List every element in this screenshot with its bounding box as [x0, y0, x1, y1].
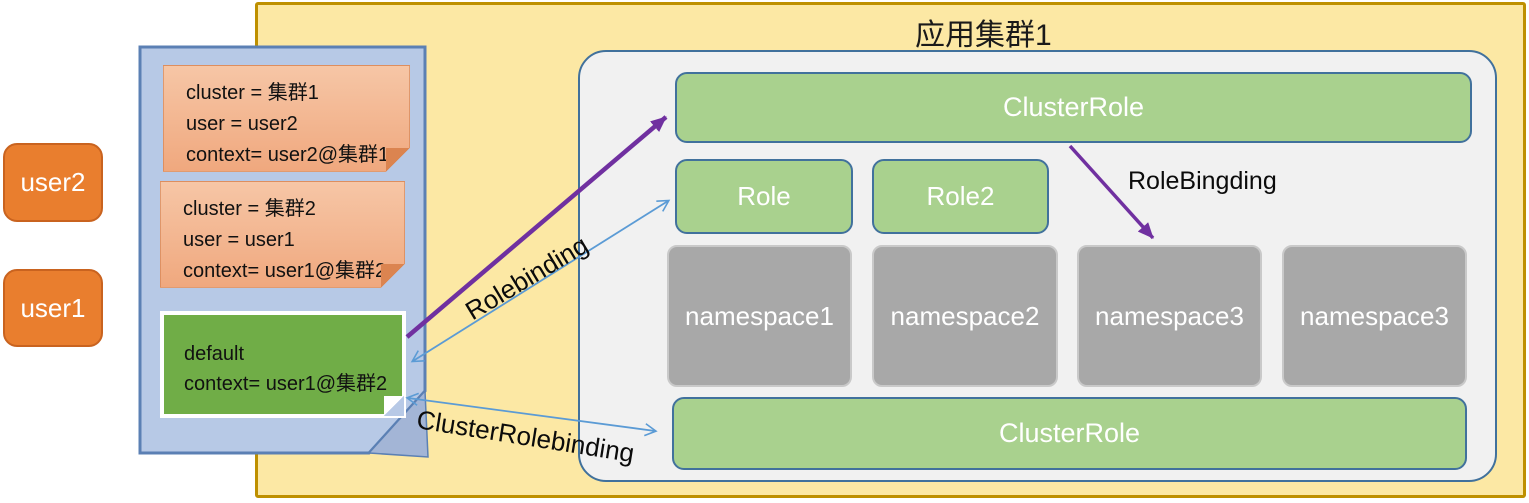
context-note-line: cluster = 集群2 — [183, 198, 316, 220]
namespace2-box: namespace2 — [872, 245, 1058, 387]
namespace3b-label: namespace3 — [1300, 300, 1449, 331]
role2-label: Role2 — [926, 181, 995, 211]
context-note-line: context= user2@集群1 — [186, 144, 390, 166]
namespace3-box: namespace3 — [1077, 245, 1262, 387]
context-note-user1: cluster = 集群2 user = user1 context= user… — [160, 181, 405, 288]
context-note-line: user = user2 — [186, 113, 298, 135]
user2-chip: user2 — [3, 143, 103, 222]
cluster-role-bottom-bar: ClusterRole — [672, 397, 1467, 470]
cluster-role-top-bar: ClusterRole — [675, 72, 1472, 143]
namespace1-box: namespace1 — [667, 245, 852, 387]
user1-label: user1 — [20, 292, 86, 323]
namespace3b-box: namespace3 — [1282, 245, 1467, 387]
context-note-line: user = user1 — [183, 229, 295, 251]
default-context-line: context= user1@集群2 — [184, 373, 388, 395]
context-note-line: context= user1@集群2 — [183, 260, 387, 282]
cluster-role-bottom-label: ClusterRole — [998, 418, 1141, 448]
rolebingding-label: RoleBingding — [1128, 167, 1277, 195]
role2-box: Role2 — [872, 159, 1049, 234]
namespace1-label: namespace1 — [685, 300, 834, 331]
namespace3-label: namespace3 — [1095, 300, 1244, 331]
user2-label: user2 — [20, 167, 86, 197]
role-box: Role — [675, 159, 853, 234]
default-context-note: default context= user1@集群2 — [160, 311, 406, 418]
role-label: Role — [737, 181, 791, 211]
cluster-role-top-label: ClusterRole — [1002, 92, 1145, 122]
context-note-line: cluster = 集群1 — [186, 82, 319, 104]
default-context-line: default — [184, 343, 245, 365]
context-note-user2: cluster = 集群1 user = user2 context= user… — [163, 65, 410, 172]
namespace2-label: namespace2 — [890, 300, 1040, 331]
application-cluster-title: 应用集群1 — [915, 19, 1052, 52]
user1-chip: user1 — [3, 269, 103, 347]
